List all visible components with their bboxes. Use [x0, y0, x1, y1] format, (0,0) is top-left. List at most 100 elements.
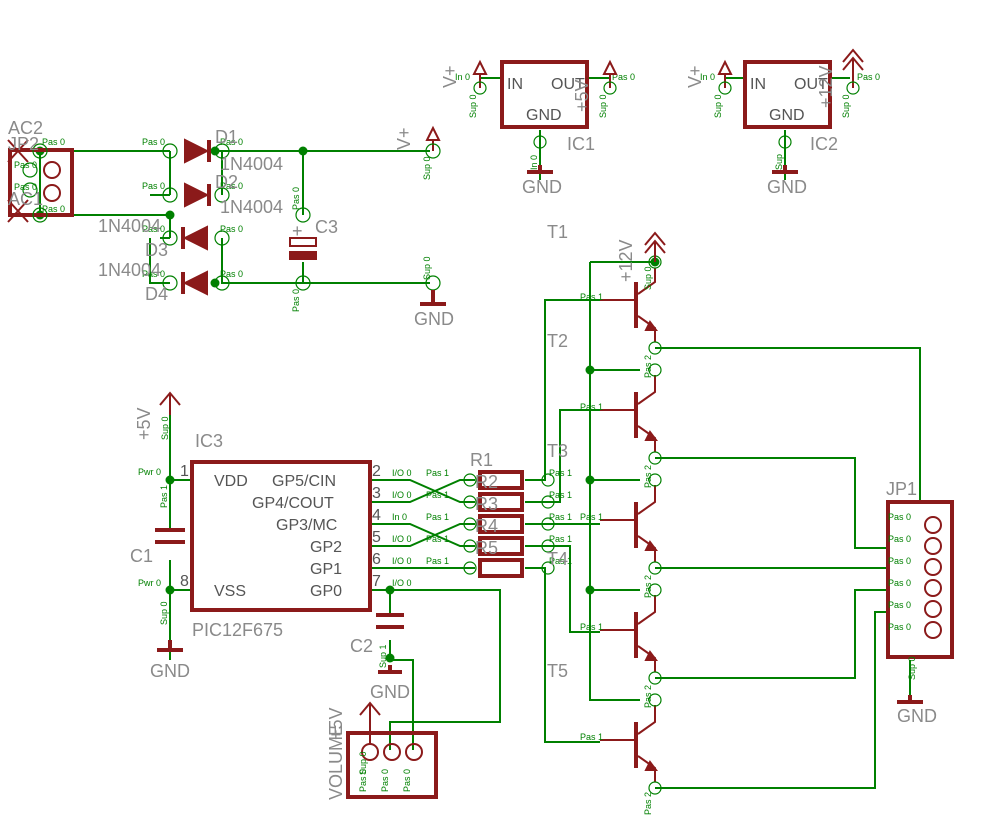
regulator-ic1: IN OUT GND IC1 In 0 Pas 0 In 0 V+ Sup 0 … — [440, 59, 635, 197]
svg-text:Sup 0: Sup 0 — [598, 94, 608, 118]
svg-text:Sup 0: Sup 0 — [841, 94, 851, 118]
t1-label: T1 — [547, 222, 568, 242]
supply-gnd-ic3: GND — [150, 640, 190, 681]
svg-text:+12V: +12V — [616, 239, 636, 282]
svg-text:Pas 0: Pas 0 — [612, 72, 635, 82]
transistor-t1: T1 Pas 1 Pas 2 Sup 0 — [547, 222, 662, 378]
svg-text:1: 1 — [180, 463, 189, 480]
c1-label: C1 — [130, 546, 153, 566]
svg-text:GND: GND — [767, 177, 807, 197]
svg-text:Pwr 0: Pwr 0 — [138, 467, 161, 477]
svg-text:Pas 0: Pas 0 — [888, 578, 911, 588]
svg-text:Sup 0: Sup 0 — [358, 751, 368, 775]
svg-text:GP4/COUT: GP4/COUT — [252, 495, 334, 512]
svg-text:GP0: GP0 — [310, 583, 342, 600]
svg-text:6: 6 — [372, 551, 381, 568]
capacitor-c3: + C3 Pas 0 Pas 0 — [289, 187, 338, 312]
svg-text:Pas 0: Pas 0 — [888, 622, 911, 632]
svg-text:Pas 0: Pas 0 — [380, 769, 390, 792]
svg-text:I/O 0: I/O 0 — [392, 468, 412, 478]
svg-text:Pas 0: Pas 0 — [888, 512, 911, 522]
transistor-t4: T4 Pas 1 Pas 2 — [547, 549, 662, 708]
t5-label: T5 — [547, 661, 568, 681]
svg-text:2: 2 — [372, 463, 381, 480]
svg-text:Pas 1: Pas 1 — [549, 556, 572, 566]
svg-text:3: 3 — [372, 485, 381, 502]
svg-text:+5V: +5V — [572, 79, 592, 112]
svg-text:Pas 0: Pas 0 — [402, 769, 412, 792]
jp1-label: JP1 — [886, 479, 917, 499]
svg-text:Pas 1: Pas 1 — [580, 292, 603, 302]
svg-text:V+: V+ — [394, 127, 414, 150]
svg-text:Pas 0: Pas 0 — [220, 137, 243, 147]
svg-text:Pas 0: Pas 0 — [142, 269, 165, 279]
svg-text:+5V: +5V — [134, 407, 154, 440]
svg-text:Sup 1: Sup 1 — [378, 644, 388, 668]
ac1-label: AC1 — [8, 189, 43, 209]
svg-text:Pas 0: Pas 0 — [888, 556, 911, 566]
svg-text:VSS: VSS — [214, 583, 246, 600]
svg-text:Pas 0: Pas 0 — [291, 289, 301, 312]
ic1-label: IC1 — [567, 134, 595, 154]
d2-value: 1N4004 — [220, 197, 283, 217]
diode-d2: Pas 0 Pas 0 D2 1N4004 — [142, 172, 283, 217]
svg-text:Pas 2: Pas 2 — [643, 465, 653, 488]
supply-vplus-1: V+ Sup 0 — [394, 125, 441, 180]
supply-gnd-1: Sup 0 GND — [414, 256, 454, 329]
t3-label: T3 — [547, 441, 568, 461]
t4-label: T4 — [547, 549, 568, 569]
capacitor-c1: C1 Pas 1 Sup 0 — [130, 485, 185, 625]
svg-text:8: 8 — [180, 573, 189, 590]
jp2-label: JP2 — [8, 134, 39, 154]
svg-text:Pas 0: Pas 0 — [291, 187, 301, 210]
svg-text:GP3/MC: GP3/MC — [276, 517, 337, 534]
svg-text:5: 5 — [372, 529, 381, 546]
svg-text:Pas 1: Pas 1 — [426, 490, 449, 500]
resistors: R1 R2 R3 R4 R5 Pas 1 Pas 1 Pas 1 Pas 1 P… — [426, 450, 572, 578]
svg-text:Pas 2: Pas 2 — [643, 355, 653, 378]
r1-label: R1 — [470, 450, 493, 470]
volume-potentiometer: VOLUME +5V Pas 0 Pas 0 Pas 0 Sup 0 — [326, 701, 438, 800]
svg-text:Pas 1: Pas 1 — [580, 402, 603, 412]
svg-text:Pas 1: Pas 1 — [580, 732, 603, 742]
svg-text:Pas 1: Pas 1 — [159, 485, 169, 508]
svg-text:I/O 0: I/O 0 — [392, 556, 412, 566]
svg-text:+12V: +12V — [816, 65, 836, 108]
svg-text:GND: GND — [526, 107, 562, 124]
r4-label: R4 — [475, 516, 498, 536]
d4-label: D4 — [145, 284, 168, 304]
svg-text:Pas 0: Pas 0 — [42, 137, 65, 147]
diode-d3: Pas 0 Pas 0 1N4004 D3 — [98, 216, 243, 260]
svg-text:Pwr 0: Pwr 0 — [138, 578, 161, 588]
svg-text:Sup 0: Sup 0 — [422, 156, 432, 180]
svg-text:GND: GND — [769, 107, 805, 124]
svg-text:IN: IN — [507, 76, 523, 93]
svg-text:Pas 0: Pas 0 — [42, 204, 65, 214]
svg-text:Pas 1: Pas 1 — [549, 490, 572, 500]
svg-text:Pas 1: Pas 1 — [426, 556, 449, 566]
svg-text:Pas 1: Pas 1 — [549, 534, 572, 544]
r2-label: R2 — [475, 472, 498, 492]
d2-label: D2 — [215, 172, 238, 192]
supply-12v-t: +12V — [616, 231, 666, 282]
svg-text:Pas 0: Pas 0 — [888, 534, 911, 544]
svg-text:Pas 1: Pas 1 — [426, 512, 449, 522]
svg-text:Sup 0: Sup 0 — [713, 94, 723, 118]
svg-text:Pas 1: Pas 1 — [580, 622, 603, 632]
d1-value: 1N4004 — [220, 154, 283, 174]
svg-text:OUT: OUT — [794, 76, 828, 93]
ac2-label: AC2 — [8, 118, 43, 138]
svg-text:GND: GND — [897, 706, 937, 726]
svg-text:Sup 0: Sup 0 — [907, 656, 917, 680]
svg-text:Sup 0: Sup 0 — [643, 266, 653, 290]
svg-text:I/O 0: I/O 0 — [392, 534, 412, 544]
svg-text:Pas 0: Pas 0 — [358, 769, 368, 792]
junction-dots — [35, 146, 660, 663]
svg-text:Pas 1: Pas 1 — [426, 534, 449, 544]
svg-text:In 0: In 0 — [529, 155, 539, 170]
svg-text:GND: GND — [414, 309, 454, 329]
regulator-ic2: IN OUT GND IC2 In 0 Pas 0 Sup V+ Sup 0 +… — [685, 48, 880, 197]
svg-text:Pas 0: Pas 0 — [14, 182, 37, 192]
d3-label: D3 — [145, 240, 168, 260]
